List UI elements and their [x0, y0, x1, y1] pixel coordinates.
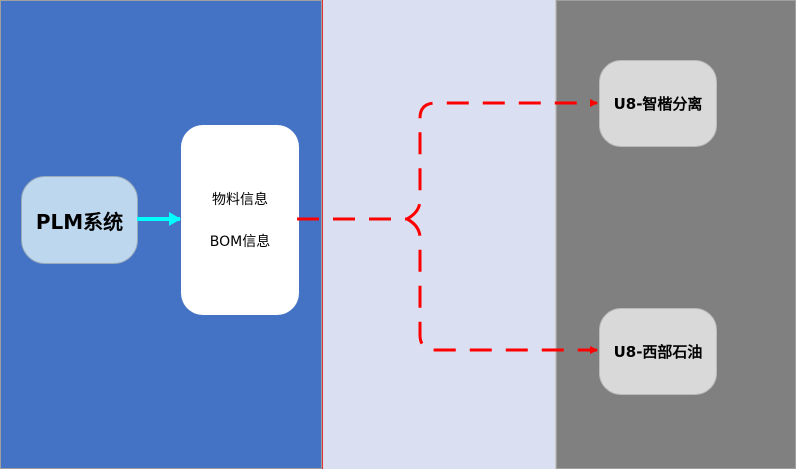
brace-connector-lower — [406, 217, 598, 354]
plm-system-node: PLM系统 — [21, 176, 138, 264]
material-info-label: 物料信息 — [212, 192, 268, 208]
plm-system-label: PLM系统 — [35, 209, 124, 234]
brace-connector — [297, 99, 598, 221]
u8-zhikai-node: U8-智楷分离 — [599, 60, 717, 147]
info-node: 物料信息 BOM信息 — [181, 125, 299, 315]
bom-info-label: BOM信息 — [209, 234, 271, 250]
middle-lane — [322, 0, 556, 469]
u8-zhikai-label: U8-智楷分离 — [613, 95, 703, 113]
u8-xibu-node: U8-西部石油 — [599, 308, 717, 395]
u8-xibu-label: U8-西部石油 — [613, 343, 703, 361]
